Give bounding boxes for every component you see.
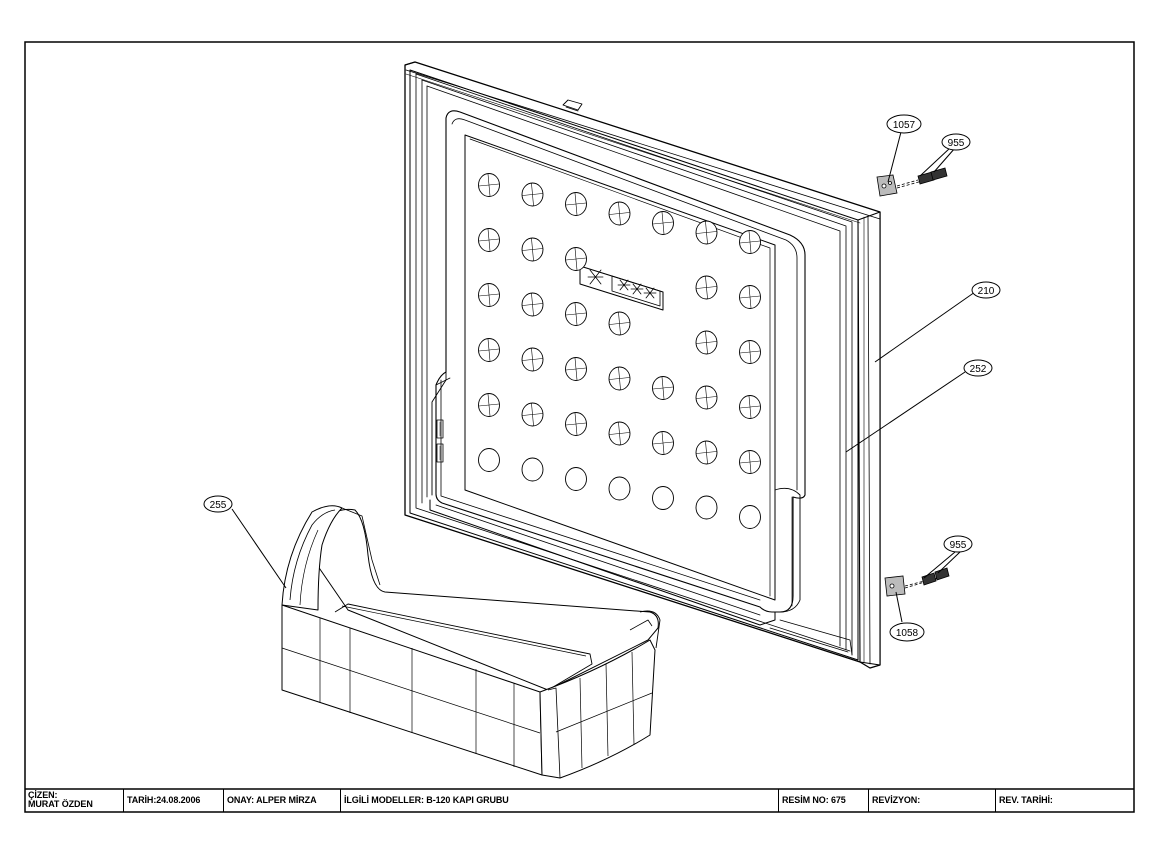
embossed-circle-grid [478,173,761,529]
embossed-circle-cross [522,348,543,371]
embossed-circle-cross [478,393,500,417]
drawn-by-cell: ÇİZEN: MURAT ÖZDEN [25,789,124,812]
embossed-circle-cross [609,367,630,390]
embossed-circle-cross [739,285,761,309]
embossed-circle [652,486,674,510]
embossed-circle-cross [478,338,500,362]
embossed-circle [739,505,761,529]
callout-955-bottom: 955 [943,535,973,553]
callout-1058-text: 1058 [896,628,919,639]
embossed-circle [565,467,587,491]
drawing-number-cell: RESİM NO: 675 [779,789,869,812]
embossed-circle-cross [609,202,630,225]
embossed-circle-cross [609,312,630,335]
revision-cell: REVİZYON: [869,789,996,812]
callout-210: 210 [971,281,1001,299]
callout-955-top: 955 [941,133,971,151]
left-slot-lower [436,443,444,463]
callout-252: 252 [963,359,993,377]
embossed-circle [478,448,500,472]
callout-210-text: 210 [978,286,995,297]
embossed-circle-cross [739,230,761,254]
embossed-circle-cross [478,283,500,307]
left-slot-upper [436,419,444,439]
embossed-circle [695,495,718,520]
embossed-circle-cross [696,221,717,244]
embossed-circle-cross [478,228,500,252]
leader-lines [231,131,976,623]
embossed-circle-cross [522,403,543,426]
inner-recess [464,134,776,601]
embossed-circle-cross [696,441,717,464]
embossed-circle-cross [739,395,761,419]
date-cell: TARİH:24.08.2006 [124,789,224,812]
callout-255-text: 255 [210,500,227,511]
embossed-circle-cross [522,293,543,316]
drawn-by-name: MURAT ÖZDEN [28,799,93,809]
embossed-circle-cross [565,192,587,216]
drawing-border [24,41,1135,813]
embossed-circle-cross [522,183,543,206]
star-rating-label [579,265,664,311]
embossed-circle-cross [696,386,717,409]
shelf-back-wall [299,508,659,691]
embossed-circle-cross [478,173,500,197]
embossed-circle-cross [565,357,587,381]
embossed-circle [521,457,544,482]
door-shelf [281,505,661,779]
embossed-circle-cross [609,422,630,445]
callout-955-top-text: 955 [948,138,965,149]
embossed-circle-cross [522,238,543,261]
embossed-circle-cross [652,376,674,400]
embossed-circle [608,476,631,501]
revision-date-cell: REV. TARİHİ: [999,795,1053,805]
callout-252-text: 252 [970,364,987,375]
bottom-hinge [884,567,950,597]
embossed-circle-cross [652,431,674,455]
callout-255: 255 [203,495,233,513]
models-cell: İLGİLİ MODELLER: B-120 KAPI GRUBU [341,789,779,812]
door-assembly [404,61,881,669]
embossed-circle-cross [696,331,717,354]
door-top-tab [562,99,583,111]
callout-1057-text: 1057 [893,120,916,131]
callout-955-bottom-text: 955 [950,540,967,551]
drawn-by-label: ÇİZEN: [28,790,58,800]
embossed-circle-cross [565,302,587,326]
top-hinge [876,167,948,197]
embossed-circle-cross [739,340,761,364]
approval-cell: ONAY: ALPER MİRZA [224,789,341,812]
embossed-circle-cross [565,412,587,436]
callout-1058: 1058 [889,622,925,642]
embossed-circle-cross [696,276,717,299]
embossed-circle-cross [739,450,761,474]
embossed-circle-cross [565,247,587,271]
callout-1057: 1057 [886,114,922,134]
shelf-right-end [539,639,656,779]
embossed-circle-cross [652,211,674,235]
